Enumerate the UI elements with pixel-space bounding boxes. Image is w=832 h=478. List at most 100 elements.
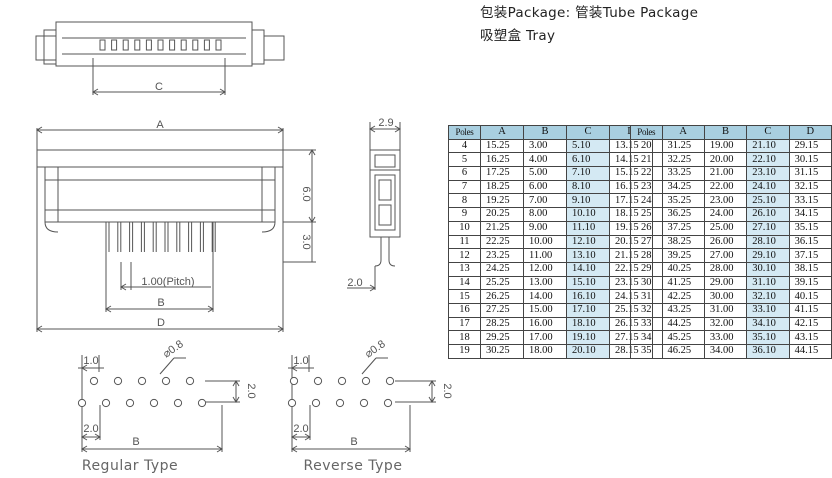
table-cell: 22.00	[703, 179, 748, 195]
table-cell: 25.10	[746, 193, 790, 209]
table-cell: 32	[630, 302, 663, 318]
reverse-hole-top	[313, 376, 323, 386]
contact-slot	[99, 39, 106, 51]
table-cell: 18	[448, 330, 481, 345]
fp-reverse-pitch-label: 1.0	[293, 355, 308, 367]
dim-d-label: D	[157, 317, 165, 329]
dim-c-label: C	[155, 81, 163, 93]
table-cell: 43.15	[788, 330, 832, 345]
table-cell: 10.00	[523, 234, 567, 250]
contact-slot	[145, 39, 152, 51]
table-cell: 23	[630, 179, 663, 195]
table-cell: 44.25	[661, 316, 705, 332]
table-cell: 24.25	[480, 261, 524, 277]
table-cell: 31.25	[661, 138, 705, 154]
reverse-hole-bottom	[359, 398, 369, 408]
table-cell: 29	[630, 261, 663, 277]
table-cell: 8.00	[523, 207, 567, 222]
table-cell: 27	[630, 234, 663, 250]
table-cell: 35.10	[746, 330, 790, 345]
contact-slot	[180, 39, 187, 51]
reverse-footprint	[288, 355, 436, 453]
table-cell: 13.00	[523, 275, 567, 291]
table-cell: 39.15	[788, 275, 832, 291]
table-cell: 31	[630, 289, 663, 304]
table-cell: 41.25	[661, 275, 705, 291]
table-cell: 34	[630, 330, 663, 345]
table-cell: 34.15	[788, 207, 832, 222]
table-cell: 23.25	[480, 248, 524, 263]
contact-slot	[192, 39, 199, 51]
table-cell: 18.25	[480, 179, 524, 195]
table-cell: 46.25	[661, 344, 705, 359]
width-2-9-label: 2.9	[378, 117, 393, 129]
fp-reverse-row-gap-label: 2.0	[441, 383, 453, 398]
reverse-hole-top	[385, 376, 395, 386]
table-cell: 11.00	[523, 248, 567, 263]
table-cell: 28.25	[480, 316, 524, 332]
table-cell: 17.25	[480, 166, 524, 181]
table-cell: 25.00	[703, 220, 748, 236]
contact-slot	[203, 39, 210, 51]
table-cell: 32.00	[703, 316, 748, 332]
table-cell: 28	[630, 248, 663, 263]
regular-hole-top	[89, 376, 99, 386]
table-cell: 33.10	[746, 302, 790, 318]
table-cell: 14.00	[523, 289, 567, 304]
table-cell: 30	[630, 275, 663, 291]
table-cell: 36.10	[746, 344, 790, 359]
table-cell: 33	[630, 316, 663, 332]
table-cell: 20.10	[566, 344, 610, 359]
table-cell: 12.00	[523, 261, 567, 277]
table-cell: 29.10	[746, 248, 790, 263]
table-cell: 23.00	[703, 193, 748, 209]
regular-hole-bottom	[149, 398, 159, 408]
table-cell: 30.00	[703, 289, 748, 304]
table-cell: 16	[448, 302, 481, 318]
table-cell: 43.25	[661, 302, 705, 318]
table-cell: 5	[448, 152, 481, 168]
table-header-d: D	[788, 125, 832, 140]
table-cell: 40.25	[661, 261, 705, 277]
table-cell: 26.10	[746, 207, 790, 222]
table-cell: 14.10	[566, 261, 610, 277]
fp-regular-pitch-label: 1.0	[83, 355, 98, 367]
table-cell: 16.00	[523, 316, 567, 332]
table-cell: 21	[630, 152, 663, 168]
table-cell: 18.00	[523, 344, 567, 359]
table-cell: 29.00	[703, 275, 748, 291]
fp-regular-offset-label: 2.0	[83, 423, 98, 435]
width-2-0-label: 2.0	[347, 277, 362, 289]
fp-regular-row-gap-label: 2.0	[245, 383, 257, 398]
table-cell: 12.10	[566, 234, 610, 250]
table-cell: 20	[630, 138, 663, 154]
table-cell: 26	[630, 220, 663, 236]
table-cell: 24.10	[746, 179, 790, 195]
table-cell: 22.25	[480, 234, 524, 250]
table-cell: 33.15	[788, 193, 832, 209]
regular-hole-top	[185, 376, 195, 386]
table-cell: 34.00	[703, 344, 748, 359]
height-3-0-label: 3.0	[300, 234, 312, 249]
table-cell: 7	[448, 179, 481, 195]
table-cell: 9.10	[566, 193, 610, 209]
fp-regular-hole-dia-label: ⌀0.8	[161, 338, 186, 360]
table-header-poles: Poles	[630, 125, 663, 140]
table-cell: 22	[630, 166, 663, 181]
table-cell: 28.10	[746, 234, 790, 250]
reverse-hole-top	[361, 376, 371, 386]
table-cell: 5.00	[523, 166, 567, 181]
